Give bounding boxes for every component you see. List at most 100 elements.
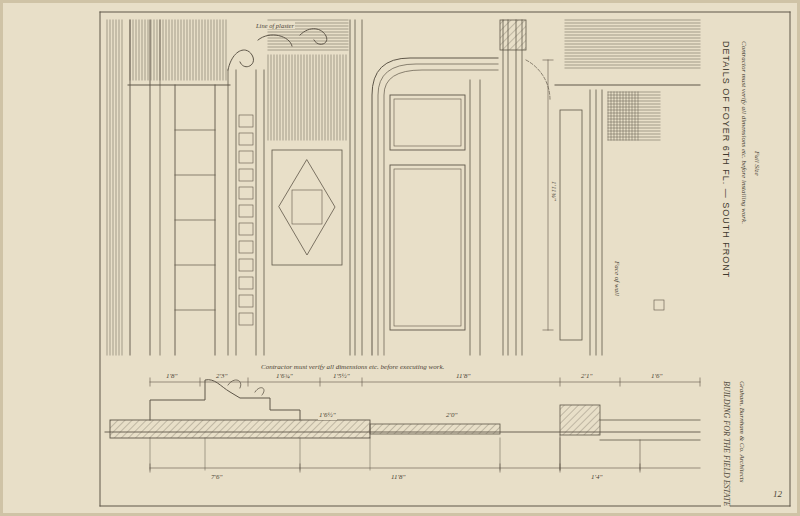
hatch-line [608, 104, 660, 105]
hatch-line [565, 38, 700, 39]
section-line [522, 20, 523, 355]
drawing-line [600, 420, 700, 421]
drawing-note: Line of plaster [255, 22, 295, 29]
hatch-line [635, 92, 636, 140]
hatch-line [151, 20, 152, 80]
hatch-line [608, 98, 660, 99]
border-line [100, 12, 790, 13]
rosette-box [239, 313, 253, 325]
drawing-line [596, 90, 597, 355]
hatch-line [608, 131, 660, 132]
drawing-note: 11'8" [390, 474, 406, 482]
drawing-line [128, 85, 230, 86]
hatch-line [154, 20, 155, 80]
hatch-line [268, 55, 269, 140]
hatch-line [280, 55, 281, 140]
drawing-note: 11'8" [455, 373, 471, 381]
hatch-line [193, 20, 194, 80]
stone-joint [175, 310, 215, 311]
hatch-line [211, 20, 212, 80]
hatch-line [617, 92, 618, 140]
hatch-line [565, 62, 700, 63]
hatch-line [565, 41, 700, 42]
section-cut [370, 424, 500, 434]
hatch-line [175, 20, 176, 80]
hatch-line [611, 92, 612, 140]
hatch-line [608, 119, 660, 120]
ornament-diamond [279, 160, 335, 255]
hatch-line [310, 55, 311, 140]
ornament-panel [292, 190, 322, 224]
panel-outline [394, 99, 461, 146]
hatch-line [316, 55, 317, 140]
hatch-line [343, 55, 344, 140]
drawing-note: 2'3" [215, 373, 228, 381]
hatch-line [196, 20, 197, 80]
hatch-line [214, 20, 215, 80]
hatch-line [166, 20, 167, 80]
rosette-box [239, 115, 253, 127]
section-cut [560, 405, 600, 435]
section-cut [500, 20, 526, 50]
hatch-line [148, 20, 149, 80]
cornice-scroll [300, 29, 327, 45]
border-line [790, 12, 791, 506]
hatch-line [181, 20, 182, 80]
hatch-line [133, 20, 134, 80]
hatch-line [608, 92, 660, 93]
hatch-line [337, 55, 338, 140]
drawing-line [362, 20, 363, 355]
hatch-line [268, 32, 348, 33]
hatch-line [298, 55, 299, 140]
hatch-line [116, 20, 117, 355]
drawing-note: BUILDING FOR THE FIELD ESTATE [721, 380, 730, 507]
drawing-line [256, 70, 257, 355]
hatch-line [608, 134, 660, 135]
drawing-note: 7'6" [210, 474, 223, 482]
dimension-tick [320, 378, 321, 386]
hatch-line [226, 20, 227, 80]
hatch-line [608, 140, 660, 141]
hatch-line [346, 55, 347, 140]
hatch-line [565, 68, 700, 69]
hatch-line [608, 92, 609, 140]
hatch-line [178, 20, 179, 80]
hatch-line [608, 137, 660, 138]
section-line [503, 20, 504, 355]
drawing-line [264, 70, 265, 355]
hatch-line [187, 20, 188, 80]
drawing-note: Full Size [752, 150, 760, 177]
hatch-line [608, 116, 660, 117]
hatch-line [217, 20, 218, 80]
drawing-line [555, 85, 700, 86]
drawing-note: 12 [772, 490, 783, 500]
dimension-tick [300, 464, 301, 472]
hatch-line [623, 92, 624, 140]
dimension-tick [620, 378, 621, 386]
dimension-tick [543, 60, 553, 61]
cornice-scroll [228, 35, 292, 70]
drawing-note: 1'6¾" [275, 373, 294, 381]
panel-frame [378, 64, 498, 355]
rosette-box [239, 241, 253, 253]
panel-outline [560, 110, 582, 340]
hatch-line [629, 92, 630, 140]
drawing-line [602, 90, 603, 355]
hatch-line [608, 95, 660, 96]
panel-frame [372, 58, 498, 355]
drawing-line [228, 70, 229, 355]
hatch-line [169, 20, 170, 80]
hatch-line [268, 44, 348, 45]
dimension-tick [700, 378, 701, 386]
hatch-line [292, 55, 293, 140]
hatch-line [632, 92, 633, 140]
hatch-line [340, 55, 341, 140]
drawing-line [160, 20, 161, 355]
section-cut [110, 420, 370, 438]
drawing-note: 1'8" [165, 373, 178, 381]
hatch-line [190, 20, 191, 80]
hatch-line [283, 55, 284, 140]
hatch-line [223, 20, 224, 80]
hatch-line [638, 92, 639, 140]
hatch-line [289, 55, 290, 140]
